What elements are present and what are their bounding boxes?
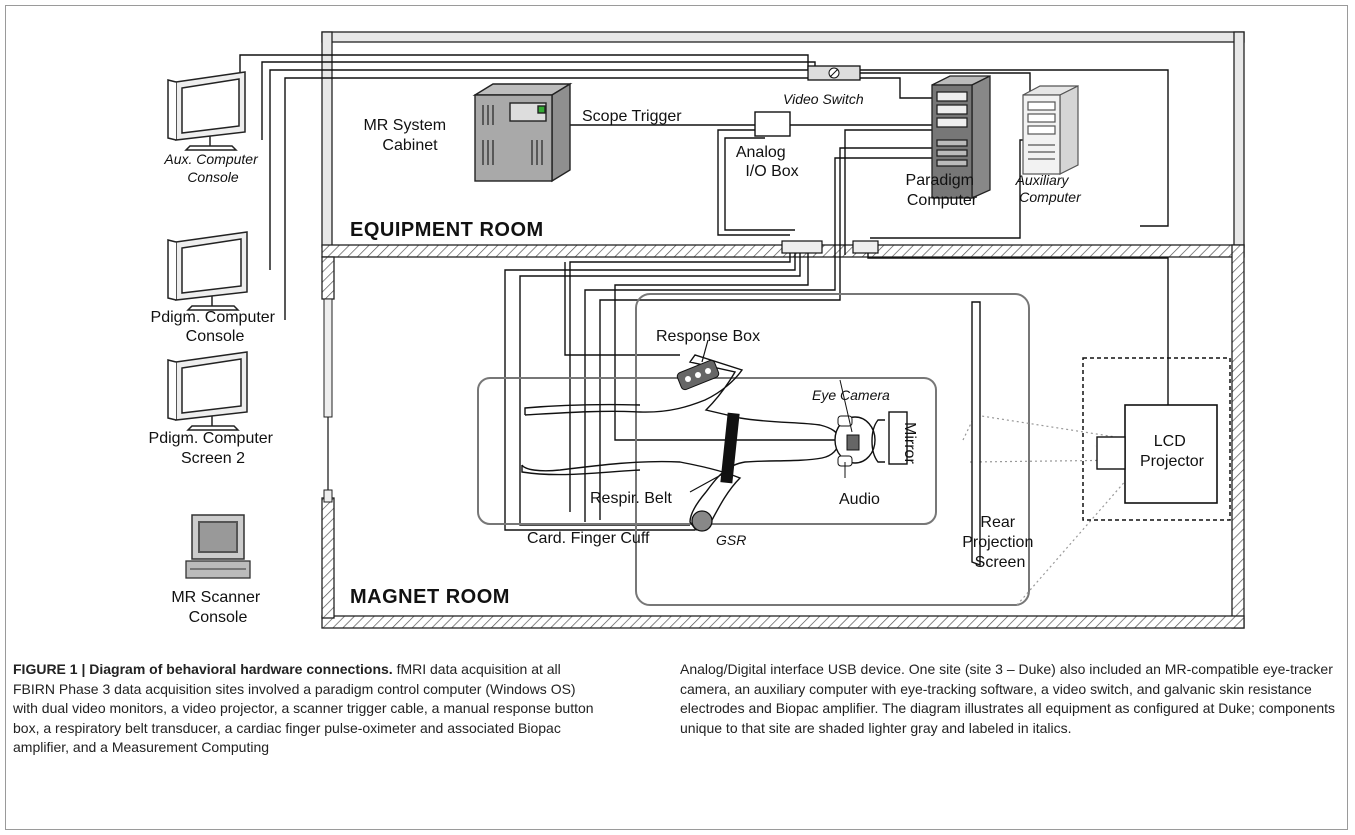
gsr-sensor [691, 510, 713, 532]
eye-camera-unit [846, 434, 860, 451]
mirror-label: Mirror [901, 422, 918, 464]
paradigm-computer-tower [931, 74, 991, 200]
magnet-room-label: MAGNET ROOM [350, 586, 510, 608]
eye-camera-leader [839, 379, 853, 433]
mr-system-cabinet-label: MR System Cabinet [363, 117, 450, 154]
response-box-leader [701, 339, 709, 363]
hardware-diagram: Aux. Computer Console Pdigm. Computer Co… [149, 31, 1245, 629]
response-box-device [676, 359, 720, 391]
equipment-room-walls [321, 31, 1245, 248]
figure-frame [5, 5, 1348, 830]
respir-belt [720, 412, 740, 484]
response-box-label: Response Box [656, 328, 760, 345]
video-switch [807, 65, 861, 81]
aux-console-label: Aux. Computer Console [163, 151, 261, 185]
eye-camera-label: Eye Camera [812, 387, 890, 403]
pdigm-console-label: Pdigm. Computer Console [151, 309, 280, 345]
gsr-label: GSR [716, 532, 746, 548]
mirror-bracket [871, 419, 885, 463]
caption-left-text: fMRI data acquisition at all FBIRN Phase… [13, 661, 594, 756]
mr-system-cabinet [472, 82, 573, 183]
paradigm-computer-label: Paradigm Computer [906, 172, 979, 209]
caption-title: FIGURE 1 | Diagram of behavioral hardwar… [13, 661, 393, 677]
projector-lens [1096, 436, 1126, 470]
magnet-room-walls [321, 244, 1245, 629]
caption-right-column: Analog/Digital interface USB device. One… [680, 660, 1340, 738]
mr-scanner-console-icon [185, 514, 251, 579]
scanner-bore-outline [635, 293, 1030, 606]
rear-projection-screen [971, 301, 981, 567]
card-finger-cuff-label: Card. Finger Cuff [527, 530, 650, 547]
rear-projection-label: Rear Projection Screen [962, 514, 1038, 571]
respir-belt-leader [689, 469, 731, 493]
lcd-projector-label: LCD Projector [1140, 433, 1205, 470]
scope-trigger-label: Scope Trigger [582, 108, 682, 125]
projector-enclosure [1082, 357, 1231, 521]
aux-console-monitor [167, 71, 246, 151]
caption-left-column: FIGURE 1 | Diagram of behavioral hardwar… [13, 660, 598, 758]
penetration-panel-right [852, 240, 879, 254]
penetration-panel-left [781, 240, 823, 254]
pdigm-screen2-label: Pdigm. Computer Screen 2 [149, 430, 278, 467]
pdigm-screen2-monitor [167, 351, 248, 431]
auxiliary-computer-label: Auxiliary Computer [1015, 172, 1082, 205]
equipment-room-label: EQUIPMENT ROOM [350, 219, 544, 241]
pdigm-console-monitor [167, 231, 248, 311]
analog-io-box [754, 111, 791, 137]
respir-belt-label: Respir. Belt [590, 490, 672, 507]
mirror-box [888, 411, 908, 465]
video-switch-label: Video Switch [783, 91, 864, 107]
subject-body-outline [521, 354, 841, 531]
lcd-projector-box [1124, 404, 1218, 504]
mr-scanner-console-label: MR Scanner Console [171, 589, 264, 626]
analog-io-label: Analog I/O Box [736, 144, 799, 180]
audio-label: Audio [839, 491, 880, 508]
auxiliary-computer-tower [1022, 85, 1079, 175]
caption-right-text: Analog/Digital interface USB device. One… [680, 661, 1335, 736]
